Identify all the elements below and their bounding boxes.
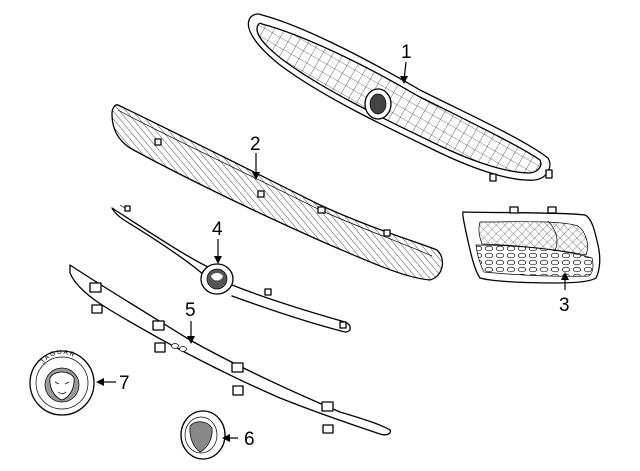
round-emblem-part: JAGUAR: [29, 349, 95, 416]
badge-ring-part: [180, 410, 226, 460]
callout-3: 3: [559, 295, 570, 316]
callout-6: 6: [244, 429, 255, 450]
lower-bar-part: [69, 264, 392, 436]
upper-trim-part: [111, 104, 444, 281]
callout-leaders: [96, 61, 569, 442]
upper-grille-part: [247, 13, 553, 182]
callout-1: 1: [401, 42, 412, 63]
chrome-strip-part: [111, 204, 351, 333]
callout-7: 7: [119, 373, 130, 394]
callout-2: 2: [250, 134, 261, 155]
side-grille-part: [462, 206, 601, 284]
callout-5: 5: [185, 300, 196, 321]
callout-4: 4: [212, 219, 223, 240]
